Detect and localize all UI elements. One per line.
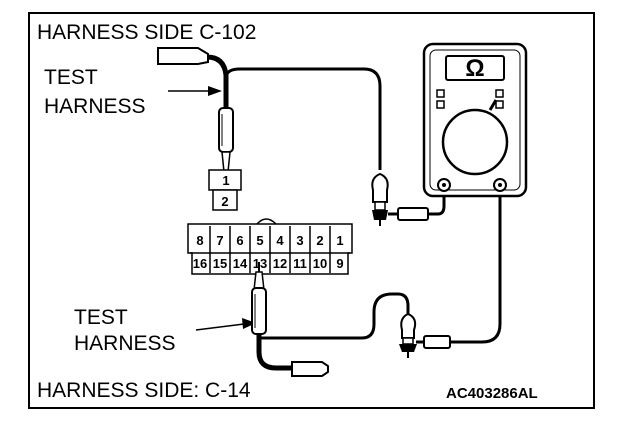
meter-lead-top: [371, 172, 446, 226]
c14-pin-3: 3: [296, 233, 303, 248]
c102-connector: 1 2: [208, 169, 242, 211]
c14-pin-14: 14: [233, 256, 248, 271]
c14-pin-4: 4: [276, 233, 284, 248]
bottom-test-harness: [251, 262, 410, 377]
c102-pin-2: 2: [221, 194, 228, 209]
c14-pin-15: 15: [213, 256, 227, 271]
c14-pin-12: 12: [273, 256, 287, 271]
c14-pin-2: 2: [316, 233, 323, 248]
c14-pin-9: 9: [336, 256, 343, 271]
c102-pin-1: 1: [222, 173, 229, 188]
c14-pin-16: 16: [193, 256, 207, 271]
ohm-symbol-icon: Ω: [465, 55, 484, 82]
ohmmeter: Ω: [422, 42, 528, 198]
meter-dial: [441, 108, 509, 176]
meter-lead-bottom: [399, 186, 502, 358]
test-harness-top-label-line2: HARNESS: [44, 95, 146, 118]
c14-pin-10: 10: [313, 256, 327, 271]
c14-pin-6: 6: [236, 233, 243, 248]
meter-display: [445, 55, 505, 81]
c14-pin-1: 1: [336, 233, 343, 248]
figure-code: AC403286AL: [446, 385, 538, 402]
c14-pin-7: 7: [216, 233, 223, 248]
top-test-harness: [157, 47, 382, 176]
c14-pin-5: 5: [256, 233, 263, 248]
test-harness-bottom-label-line2: HARNESS: [74, 332, 176, 355]
top-connector-label: HARNESS SIDE C-102: [37, 21, 256, 44]
test-harness-top-label-line1: TEST: [44, 66, 98, 89]
test-harness-bottom-label-line1: TEST: [74, 306, 128, 329]
c14-pin-8: 8: [196, 233, 203, 248]
diagram-frame: [28, 12, 595, 409]
leader-arrow-top: [168, 86, 222, 96]
bottom-connector-label: HARNESS SIDE: C-14: [37, 379, 251, 402]
leader-arrow-bottom: [195, 318, 256, 331]
c14-pin-11: 11: [293, 256, 307, 271]
